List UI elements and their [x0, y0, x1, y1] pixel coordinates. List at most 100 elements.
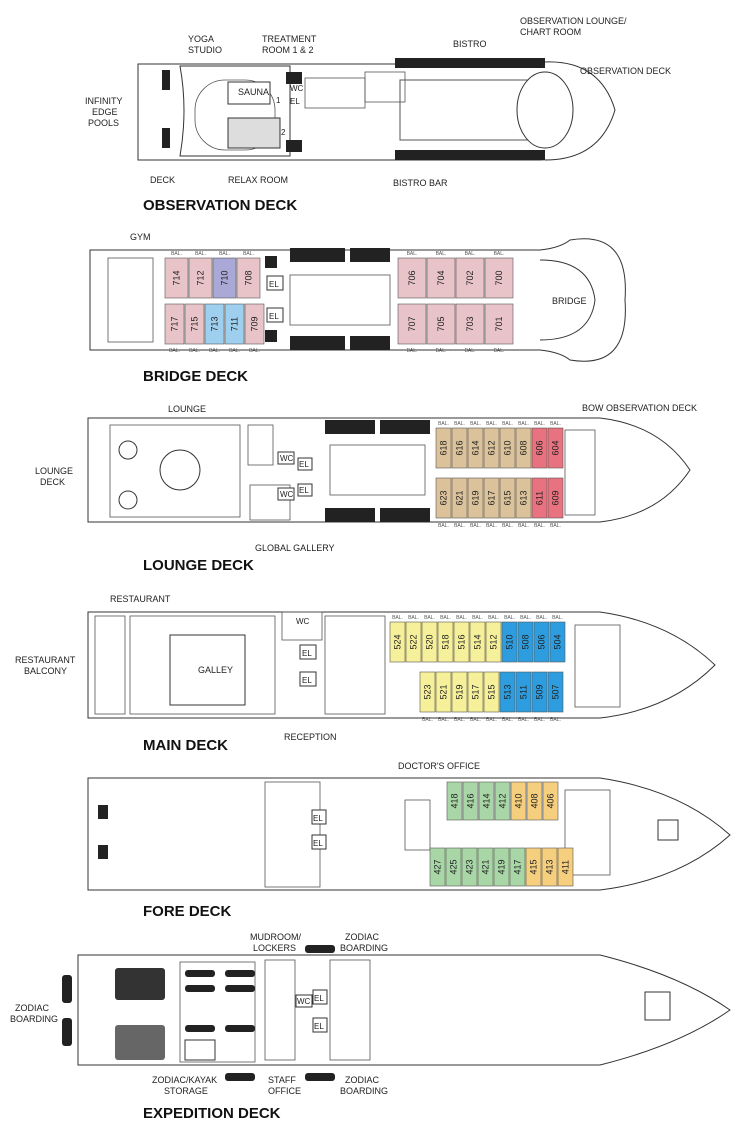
cabin-label-408: 408	[530, 793, 540, 808]
label-infinity-pools-3: POOLS	[88, 118, 119, 128]
balcony-label: BAL.	[440, 615, 451, 621]
cabin-label-702: 702	[465, 270, 475, 285]
cabin-label-623: 623	[439, 490, 449, 505]
balcony-label: BAL.	[486, 523, 497, 529]
cabin-label-610: 610	[503, 440, 513, 455]
cabin-label-512: 512	[489, 634, 499, 649]
cabin-label-518: 518	[441, 634, 451, 649]
relax-room	[227, 117, 281, 149]
sauna-room	[227, 81, 271, 105]
cabin-711	[224, 303, 245, 345]
cabin-label-715: 715	[190, 316, 200, 331]
cabin-label-522: 522	[409, 634, 419, 649]
cabin-524	[389, 621, 406, 663]
balcony-label: BAL.	[392, 615, 403, 621]
balcony-label: BAL.	[454, 717, 465, 723]
balcony-label: BAL.	[169, 348, 180, 354]
main-cabins: 524BAL.522BAL.520BAL.518BAL.516BAL.514BA…	[389, 615, 566, 723]
main-deck: WC EL EL 524BAL.522BAL.520BAL.518BAL.516…	[15, 594, 716, 754]
cabin-label-713: 713	[210, 316, 220, 331]
cabin-704	[426, 257, 456, 299]
balcony-label: BAL.	[550, 421, 561, 427]
lounge-wc-1: WC	[280, 454, 294, 463]
cabin-617	[483, 477, 500, 519]
bridge-el-1-box	[266, 275, 284, 291]
cabin-611	[531, 477, 548, 519]
observation-stairs-bottom	[286, 140, 302, 152]
bridge-central-area	[289, 274, 391, 326]
balcony-label: BAL.	[249, 348, 260, 354]
cabin-label-706: 706	[407, 270, 417, 285]
lounge-el-1: EL	[299, 460, 309, 469]
balcony-label: BAL.	[518, 717, 529, 723]
fore-el-2: EL	[313, 839, 323, 848]
label-lounge-deck-1: LOUNGE	[35, 466, 73, 476]
balcony-label: BAL.	[407, 348, 418, 354]
global-gallery-room	[249, 484, 291, 521]
cabin-619	[467, 477, 484, 519]
doctors-office	[404, 799, 431, 851]
cabin-616	[451, 427, 468, 469]
bridge-cabins: 714BAL.712BAL.710BAL.708BAL.717BAL.715BA…	[164, 251, 514, 354]
balcony-label: BAL.	[422, 717, 433, 723]
cabin-label-504: 504	[553, 634, 563, 649]
label-room-2: 2	[281, 128, 286, 137]
cabin-418	[446, 781, 463, 821]
cabin-514	[469, 621, 486, 663]
lounge-lifeboat-3	[325, 508, 375, 522]
cabin-label-523: 523	[423, 684, 433, 699]
cabin-label-406: 406	[546, 793, 556, 808]
cabin-label-515: 515	[487, 684, 497, 699]
cabin-506	[533, 621, 550, 663]
cabin-label-413: 413	[545, 859, 555, 874]
exp-wc: WC	[297, 997, 311, 1006]
cabin-label-613: 613	[519, 490, 529, 505]
zodiac-5	[185, 1025, 215, 1032]
cabin-713	[204, 303, 225, 345]
cabin-label-609: 609	[551, 490, 561, 505]
main-fwd-stairs	[574, 624, 621, 708]
balcony-label: BAL.	[472, 615, 483, 621]
cabin-519	[451, 671, 468, 713]
tender-storage-2	[115, 1025, 165, 1060]
cabin-508	[517, 621, 534, 663]
label-staff-2: OFFICE	[268, 1086, 301, 1096]
observation-stairs-top	[286, 72, 302, 84]
label-treatment-2: ROOM 1 & 2	[262, 45, 314, 55]
cabin-label-418: 418	[450, 793, 460, 808]
lounge-room	[109, 424, 241, 518]
fore-deck-hull	[87, 777, 731, 891]
label-mudroom-1: MUDROOM/	[250, 932, 301, 942]
label-treatment-1: TREATMENT	[262, 34, 317, 44]
label-bistro-bar: BISTRO BAR	[393, 178, 448, 188]
observation-deck-title: OBSERVATION DECK	[143, 197, 297, 214]
label-deck: DECK	[150, 175, 175, 185]
expedition-deck-title: EXPEDITION DECK	[143, 1105, 281, 1122]
cabin-406	[542, 781, 559, 821]
bridge-stairs-2	[265, 330, 277, 342]
label-restaurant: RESTAURANT	[110, 594, 171, 604]
lounge-lifeboat-2	[380, 420, 430, 434]
cabin-706	[397, 257, 427, 299]
cabin-623	[435, 477, 452, 519]
fore-el-1-box	[311, 809, 327, 825]
balcony-label: BAL.	[550, 717, 561, 723]
zodiac-left-1	[62, 975, 72, 1003]
cabin-419	[493, 847, 510, 887]
balcony-label: BAL.	[486, 421, 497, 427]
cabin-label-417: 417	[513, 859, 523, 874]
observation-lounge-circle	[516, 71, 574, 149]
label-obs-wc: WC	[290, 84, 304, 93]
cabin-507	[547, 671, 564, 713]
kayak-storage-area	[179, 961, 256, 1063]
fore-bow-hatch	[657, 819, 679, 841]
cabin-618	[435, 427, 452, 469]
lounge-cabins: 618BAL.616BAL.614BAL.612BAL.610BAL.608BA…	[435, 421, 564, 529]
cabin-510	[501, 621, 518, 663]
cabin-707	[397, 303, 427, 345]
cabin-label-710: 710	[220, 270, 230, 285]
balcony-label: BAL.	[454, 523, 465, 529]
cabin-408	[526, 781, 543, 821]
cabin-label-411: 411	[561, 860, 571, 874]
